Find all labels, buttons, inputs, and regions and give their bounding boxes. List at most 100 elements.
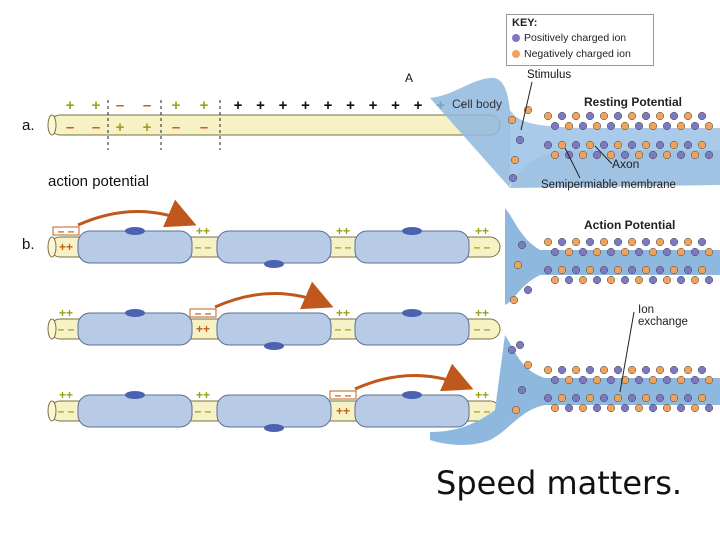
neuron-middle-membrane (505, 208, 720, 305)
positive-ion (634, 121, 644, 131)
negative-ion (592, 247, 602, 257)
key-negative-label: Negatively charged ion (524, 48, 631, 60)
key-negative-row: Negatively charged ion (512, 48, 631, 60)
negative-ion (513, 260, 523, 270)
positive-ion (578, 121, 588, 131)
positive-ion (627, 140, 637, 150)
charge-sign: – (172, 119, 180, 136)
negative-ion (690, 150, 700, 160)
charge-sign: – (200, 119, 208, 136)
negative-ion (585, 265, 595, 275)
positive-ion (585, 365, 595, 375)
charge-sign: – (143, 97, 151, 114)
negative-ion (648, 121, 658, 131)
charge-sign: + (66, 97, 75, 114)
label-action-potential: action potential (48, 173, 149, 190)
negative-ion (613, 393, 623, 403)
key-title: KEY: (512, 17, 538, 29)
neuron-bottom-membrane (430, 335, 720, 445)
positive-ion (543, 140, 553, 150)
positive-ion (655, 393, 665, 403)
charge-sign: + (92, 97, 101, 114)
positive-ion (606, 121, 616, 131)
negative-ion (571, 365, 581, 375)
charge-sign: + (414, 97, 423, 114)
positive-ion (620, 275, 630, 285)
charge-sign: + (116, 119, 125, 136)
negative-ion (564, 121, 574, 131)
positive-ion (550, 247, 560, 257)
node-charge-bottom: – – (58, 404, 75, 418)
negative-ion (669, 140, 679, 150)
positive-ion (641, 111, 651, 121)
node-charge-top: ++ (59, 306, 73, 320)
negative-ion (564, 247, 574, 257)
cell-body-label: Cell body (452, 97, 502, 111)
negative-ion (613, 140, 623, 150)
negative-ion (550, 403, 560, 413)
ion-dots (507, 105, 714, 415)
negative-ion (606, 150, 616, 160)
negative-ion (655, 365, 665, 375)
negative-ion (523, 360, 533, 370)
positive-ion (543, 393, 553, 403)
charge-sign: – (116, 97, 124, 114)
positive-ion (599, 140, 609, 150)
negative-ion (683, 365, 693, 375)
myelinated-axon-row: – –++++– –++– –++– – (47, 199, 501, 268)
negative-ion (704, 247, 714, 257)
action-potential-marker (329, 390, 357, 400)
positive-ion (655, 265, 665, 275)
charge-sign: – (92, 119, 100, 136)
negative-ion (509, 295, 519, 305)
positive-ion (704, 403, 714, 413)
positive-ion (578, 247, 588, 257)
negative-ion (578, 403, 588, 413)
node-charge-bottom: – – (58, 322, 75, 336)
negative-ion (676, 375, 686, 385)
positive-ion (683, 265, 693, 275)
positive-ion (655, 140, 665, 150)
negative-ion (634, 150, 644, 160)
positive-ion (592, 275, 602, 285)
negative-ion (543, 111, 553, 121)
conduction-arrow (214, 281, 334, 310)
charge-sign: + (391, 97, 400, 114)
axon-label: Axon (612, 157, 639, 171)
negative-ion (662, 275, 672, 285)
negative-ion (599, 111, 609, 121)
positive-ion (523, 285, 533, 295)
positive-ion (592, 150, 602, 160)
negative-ion (606, 403, 616, 413)
positive-ion (662, 121, 672, 131)
negative-ion (599, 237, 609, 247)
charge-sign: + (234, 97, 243, 114)
letter-a: A (405, 71, 413, 85)
stimulus-label: Stimulus (527, 69, 571, 81)
positive-ion (517, 385, 527, 395)
negative-ion (697, 265, 707, 275)
node-charge-bottom: – – (474, 322, 491, 336)
node-charge-top: – – (335, 388, 352, 402)
negative-ion (571, 237, 581, 247)
schwann-cell-nucleus (125, 309, 145, 317)
negative-ion (557, 140, 567, 150)
negative-ion (606, 275, 616, 285)
positive-ion (606, 375, 616, 385)
positive-ion (704, 275, 714, 285)
schwann-cell-nucleus (264, 424, 284, 432)
negative-ion (641, 265, 651, 275)
negative-ion (697, 140, 707, 150)
positive-ion (648, 403, 658, 413)
negative-ion (669, 265, 679, 275)
label-b: b. (22, 236, 35, 253)
positive-ion (669, 365, 679, 375)
positive-ion (507, 345, 517, 355)
positive-ion (557, 365, 567, 375)
schwann-cell-nucleus (402, 309, 422, 317)
positive-ion (613, 111, 623, 121)
negative-ion (557, 393, 567, 403)
positive-ion (641, 237, 651, 247)
positive-ion (641, 365, 651, 375)
